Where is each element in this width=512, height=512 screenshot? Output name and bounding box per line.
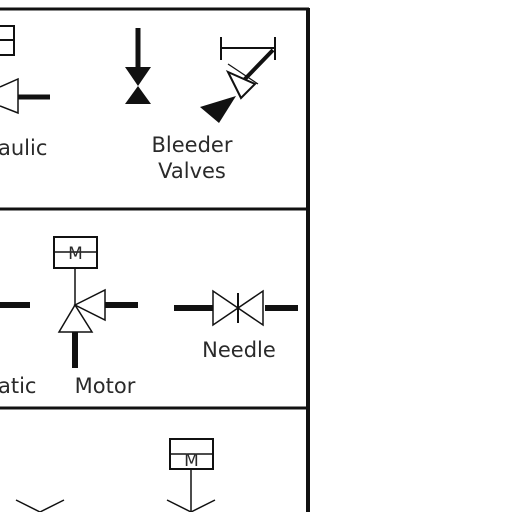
hydraulic-actuator-box-icon [0,25,15,56]
motor-valve-body-icon [57,268,138,368]
hydraulic-valve-icon [0,77,50,115]
motor-label: Motor [75,374,136,398]
bleeder-label-line1: Bleeder [152,133,233,157]
row3-left-valve-icon [15,499,65,512]
needle-label: Needle [202,338,276,362]
row3-motor-box-letter: M [184,451,199,471]
table-frame [0,7,310,512]
motor-box-letter: M [68,244,83,264]
hydraulic-label: aulic [0,136,47,160]
pneumatic-valve-cell: atic [0,302,36,398]
needle-valve-icon [174,289,298,327]
motor-box-icon: M [53,236,98,269]
motor-valve-cell: M Motor [53,236,138,398]
bleeder-valve-angled-icon [200,37,276,123]
bleeder-valve-straight-icon [125,28,151,104]
row3-partial-cell: M [15,438,216,512]
pneumatic-label: atic [0,374,36,398]
row3-motor-valve-icon: M [166,438,216,512]
bleeder-valves-cell: Bleeder Valves [125,28,276,183]
hydraulic-valve-cell: aulic [0,25,50,160]
needle-valve-cell: Needle [174,289,298,362]
bleeder-label-line2: Valves [158,159,226,183]
